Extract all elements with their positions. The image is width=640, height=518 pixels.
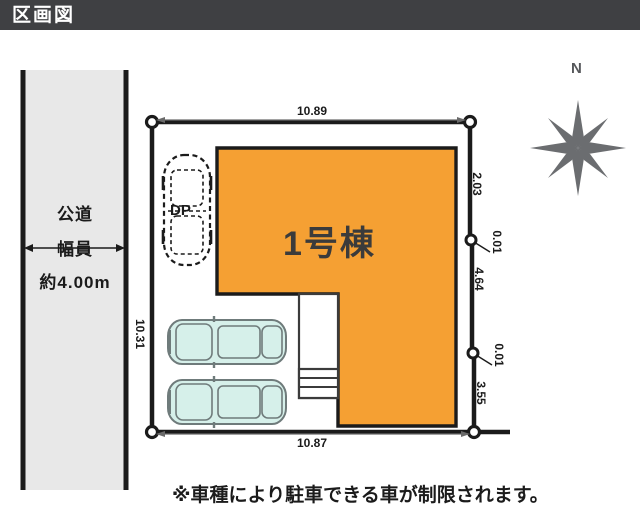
dimension-bottom: 10.87 <box>297 436 328 450</box>
dimension-right-3: 4.64 <box>472 267 486 291</box>
building-block <box>215 146 458 428</box>
dp-car-outline <box>161 153 213 267</box>
dp-label: DP <box>170 202 191 219</box>
footnote-text: ※車種により駐車できる車が制限されます。 <box>172 485 549 506</box>
compass-rose-icon <box>530 100 626 196</box>
parked-car-2 <box>167 376 287 428</box>
road-label-line3: 約4.00m <box>39 273 111 292</box>
dimension-right-1: 2.03 <box>470 172 484 196</box>
dimension-line-top <box>156 117 466 123</box>
plan-drawing <box>20 70 626 490</box>
building-label: 1号棟 <box>283 225 376 263</box>
dimension-right-4: 0.01 <box>492 343 506 367</box>
entrance-approach <box>297 292 340 400</box>
dimension-line-bottom <box>156 431 470 437</box>
dimension-left: 10.31 <box>133 318 147 350</box>
parked-car-1 <box>167 316 287 368</box>
public-road <box>20 70 129 490</box>
boundary-nodes <box>144 114 482 440</box>
road-width-arrow <box>24 244 125 252</box>
dimension-right-5: 3.55 <box>474 381 488 405</box>
dimension-right-2: 0.01 <box>490 230 504 254</box>
plan-canvas: 公道 幅員 約4.00m 1号棟 DP 10.89 10.87 10.31 2.… <box>0 30 640 518</box>
north-label: N <box>571 60 582 77</box>
dimension-top: 10.89 <box>297 104 328 118</box>
road-label-line1: 公道 <box>57 205 93 224</box>
page-title: 区画図 <box>12 5 76 26</box>
road-label-line2: 幅員 <box>57 240 93 259</box>
header-bar: 区画図 <box>0 0 640 30</box>
dimension-leaders <box>473 241 493 366</box>
